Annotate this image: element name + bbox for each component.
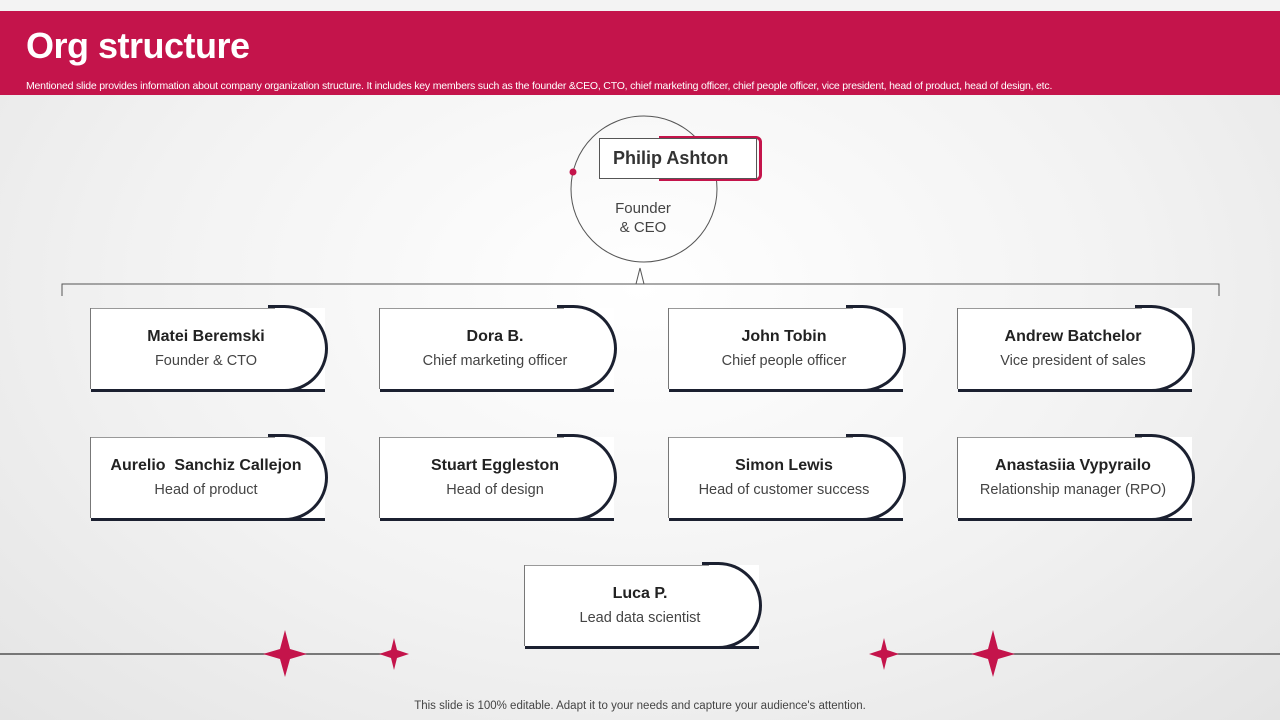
member-card: Simon Lewis Head of customer success	[668, 434, 906, 521]
member-role: Head of product	[154, 482, 258, 498]
member-name: Andrew Batchelor	[1004, 328, 1142, 345]
member-card: Dora B. Chief marketing officer	[379, 305, 617, 392]
title-banner: Org structure Mentioned slide provides i…	[0, 11, 1280, 95]
member-role: Head of customer success	[698, 482, 870, 498]
sparkle-star-icon	[263, 630, 307, 677]
member-card: Aurelio Sanchiz Callejon Head of product	[90, 434, 328, 521]
member-role: Vice president of sales	[1000, 353, 1146, 369]
member-role: Chief marketing officer	[422, 353, 568, 369]
member-role: Relationship manager (RPO)	[979, 482, 1167, 498]
member-card: Andrew Batchelor Vice president of sales	[957, 305, 1195, 392]
ceo-circle	[570, 115, 718, 263]
member-name: Simon Lewis	[735, 457, 833, 474]
sparkle-star-icon	[869, 638, 899, 670]
sparkle-star-icon	[379, 638, 409, 670]
member-name: Matei Beremski	[147, 328, 265, 345]
member-name: Dora B.	[466, 328, 524, 345]
ceo-name-accent-frame	[659, 136, 762, 181]
member-card: Anastasiia Vypyrailo Relationship manage…	[957, 434, 1195, 521]
member-name: Luca P.	[612, 585, 668, 602]
slide-title: Org structure	[26, 25, 250, 66]
org-bracket-notch	[635, 267, 645, 285]
member-name: John Tobin	[741, 328, 827, 345]
ceo-name-box: Philip Ashton	[599, 138, 757, 179]
member-card: Luca P. Lead data scientist	[524, 562, 762, 649]
member-role: Lead data scientist	[579, 610, 701, 626]
member-role: Head of design	[446, 482, 544, 498]
footer-note: This slide is 100% editable. Adapt it to…	[414, 700, 866, 712]
member-name: Stuart Eggleston	[430, 457, 559, 474]
sparkle-star-icon	[971, 630, 1015, 677]
member-card: Matei Beremski Founder & CTO	[90, 305, 328, 392]
member-role: Chief people officer	[721, 353, 847, 369]
org-bracket	[61, 283, 1220, 296]
member-name: Aurelio Sanchiz Callejon	[110, 457, 302, 474]
ceo-circle-dot	[569, 168, 577, 176]
ceo-role: Founder & CEO	[615, 200, 671, 236]
member-card: John Tobin Chief people officer	[668, 305, 906, 392]
member-name: Anastasiia Vypyrailo	[995, 457, 1151, 474]
member-role: Founder & CTO	[154, 353, 258, 369]
top-strip	[0, 0, 1280, 11]
member-card: Stuart Eggleston Head of design	[379, 434, 617, 521]
slide-subtitle: Mentioned slide provides information abo…	[26, 80, 1053, 92]
